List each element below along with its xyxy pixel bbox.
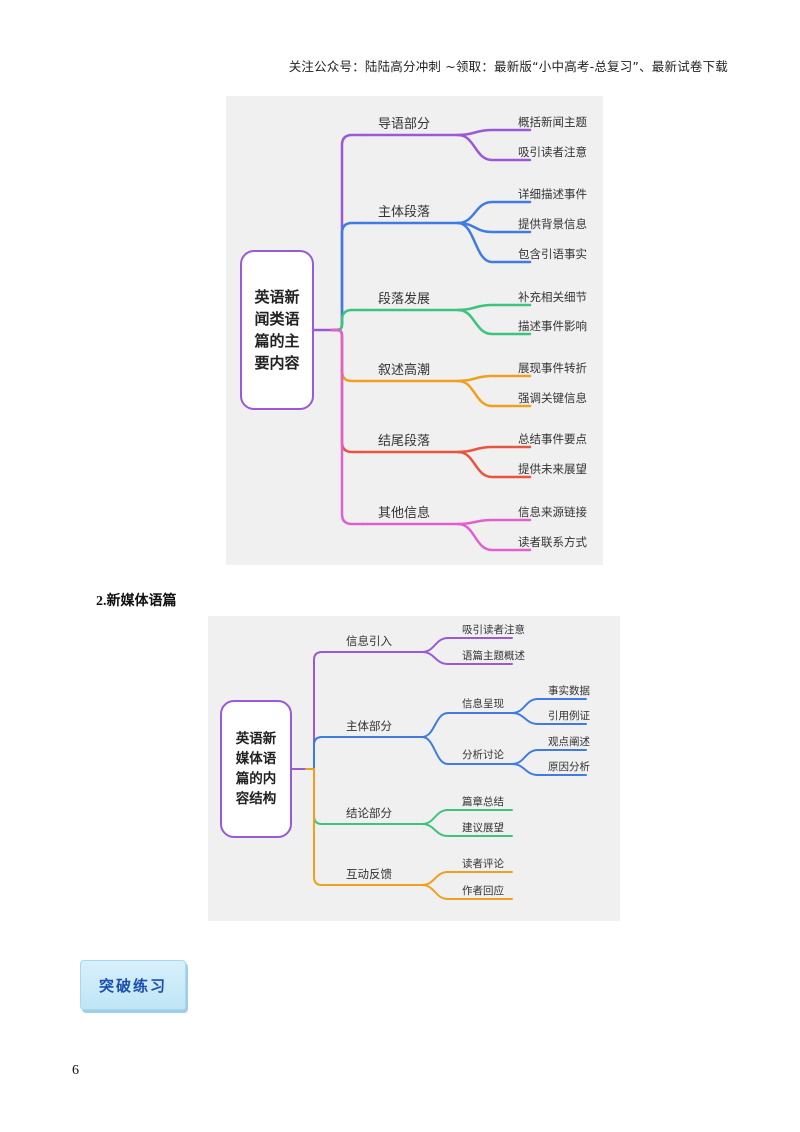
news-leaf-label: 提供背景信息 [518, 217, 587, 231]
page-number: 6 [72, 1063, 79, 1078]
newmedia-mindmap-root: 英语新媒体语篇的内容结构 [220, 700, 292, 838]
newmedia-branch-connector [305, 736, 331, 770]
newmedia-leaf-label: 事实数据 [548, 685, 590, 697]
newmedia-leaf-connector [421, 884, 513, 900]
news-branch-label: 段落发展 [378, 292, 431, 307]
newmedia-leaf-label: 篇章总结 [462, 796, 504, 808]
practice-banner: 突破练习 [80, 960, 186, 1010]
news-leaf-label: 强调关键信息 [518, 391, 587, 405]
news-leaf-label: 概括新闻主题 [518, 115, 587, 129]
news-branch-connector [330, 328, 364, 526]
news-leaf-label: 总结事件要点 [518, 432, 587, 446]
newmedia-leaf-label: 吸引读者注意 [462, 624, 525, 636]
news-branch-label: 结尾段落 [378, 434, 431, 449]
newmedia-subbranch-label: 分析讨论 [462, 749, 504, 761]
news-leaf-label: 读者联系方式 [518, 535, 587, 549]
newmedia-branch-label: 信息引入 [346, 634, 392, 648]
news-branch-label: 导语部分 [378, 117, 431, 132]
news-branch-connector [330, 328, 364, 454]
newmedia-leaf-label: 读者评论 [462, 858, 504, 870]
newmedia-subbranch-connector [421, 736, 513, 765]
news-leaf-label: 吸引读者注意 [518, 145, 587, 159]
newmedia-branch-connector [305, 768, 331, 886]
newmedia-branch-label: 结论部分 [346, 806, 392, 820]
newmedia-mindmap-connectors [291, 637, 587, 900]
news-leaf-connector [456, 374, 532, 383]
news-leaf-connector [456, 221, 532, 264]
news-leaf-label: 详细描述事件 [518, 187, 587, 201]
newmedia-branch-connector [305, 768, 331, 825]
newmedia-subbranch-connector [421, 712, 513, 738]
news-leaf-connector [456, 133, 532, 162]
header-note: 关注公众号：陆陆高分冲刺 ~领取：最新版“小中高考-总复习”、最新试卷下载 [288, 59, 728, 74]
newmedia-leaf-label: 建议展望 [462, 822, 504, 834]
newmedia-leaf-connector [421, 651, 513, 665]
newmedia-leaf-connector [421, 823, 513, 837]
newmedia-leaf-label: 观点阐述 [548, 736, 590, 748]
news-leaf-label: 展现事件转折 [518, 361, 587, 375]
news-leaf-connector [456, 303, 532, 312]
news-leaf-label: 描述事件影响 [518, 319, 587, 333]
news-mindmap-root-label: 英语新闻类语篇的主要内容 [254, 288, 300, 372]
news-leaf-label: 提供未来展望 [518, 462, 587, 476]
practice-banner-label: 突破练习 [98, 976, 167, 995]
news-mindmap-connectors [312, 128, 532, 552]
news-branch-connector [330, 221, 364, 332]
news-leaf-connector [456, 445, 532, 454]
newmedia-mindmap: 英语新媒体语篇的内容结构 信息引入 吸引读者注意语篇主题概述主体部分 信息呈现 事实数… [208, 616, 620, 921]
newmedia-branch-label: 互动反馈 [346, 867, 392, 881]
newmedia-branch-connector [305, 651, 331, 770]
news-leaf-connector [456, 518, 532, 526]
news-branch-connector [330, 133, 364, 332]
newmedia-mindmap-root-label: 英语新媒体语篇的内容结构 [235, 731, 277, 807]
news-branch-label: 叙述高潮 [378, 363, 431, 378]
news-leaf-label: 补充相关细节 [518, 290, 587, 304]
news-branch-label: 主体段落 [378, 205, 431, 220]
news-leaf-label: 信息来源链接 [518, 505, 587, 519]
newmedia-leaf-label: 引用例证 [548, 710, 590, 722]
news-leaf-connector [456, 379, 532, 408]
news-leaf-label: 包含引语事实 [518, 247, 587, 261]
newmedia-branch-label: 主体部分 [346, 719, 392, 733]
news-branch-connector [330, 328, 364, 383]
news-leaf-connector [456, 450, 532, 479]
newmedia-leaf-label: 作者回应 [462, 885, 504, 897]
newmedia-leaf-connector [511, 712, 587, 725]
news-leaf-connector [456, 308, 532, 336]
news-leaf-connector [456, 522, 532, 552]
news-mindmap: 英语新闻类语篇的主要内容 导语部分 概括新闻主题吸引读者注意主体段落 详细描述事件提… [226, 96, 603, 565]
news-mindmap-root: 英语新闻类语篇的主要内容 [240, 250, 314, 410]
news-branch-connector [330, 308, 364, 332]
news-branch-label: 其他信息 [378, 506, 431, 521]
news-leaf-connector [456, 128, 532, 137]
newmedia-leaf-label: 语篇主题概述 [462, 650, 525, 662]
section-title: 2.新媒体语篇 [96, 594, 177, 609]
newmedia-leaf-label: 原因分析 [548, 761, 590, 773]
newmedia-subbranch-label: 信息呈现 [462, 698, 504, 710]
newmedia-leaf-connector [511, 763, 587, 776]
